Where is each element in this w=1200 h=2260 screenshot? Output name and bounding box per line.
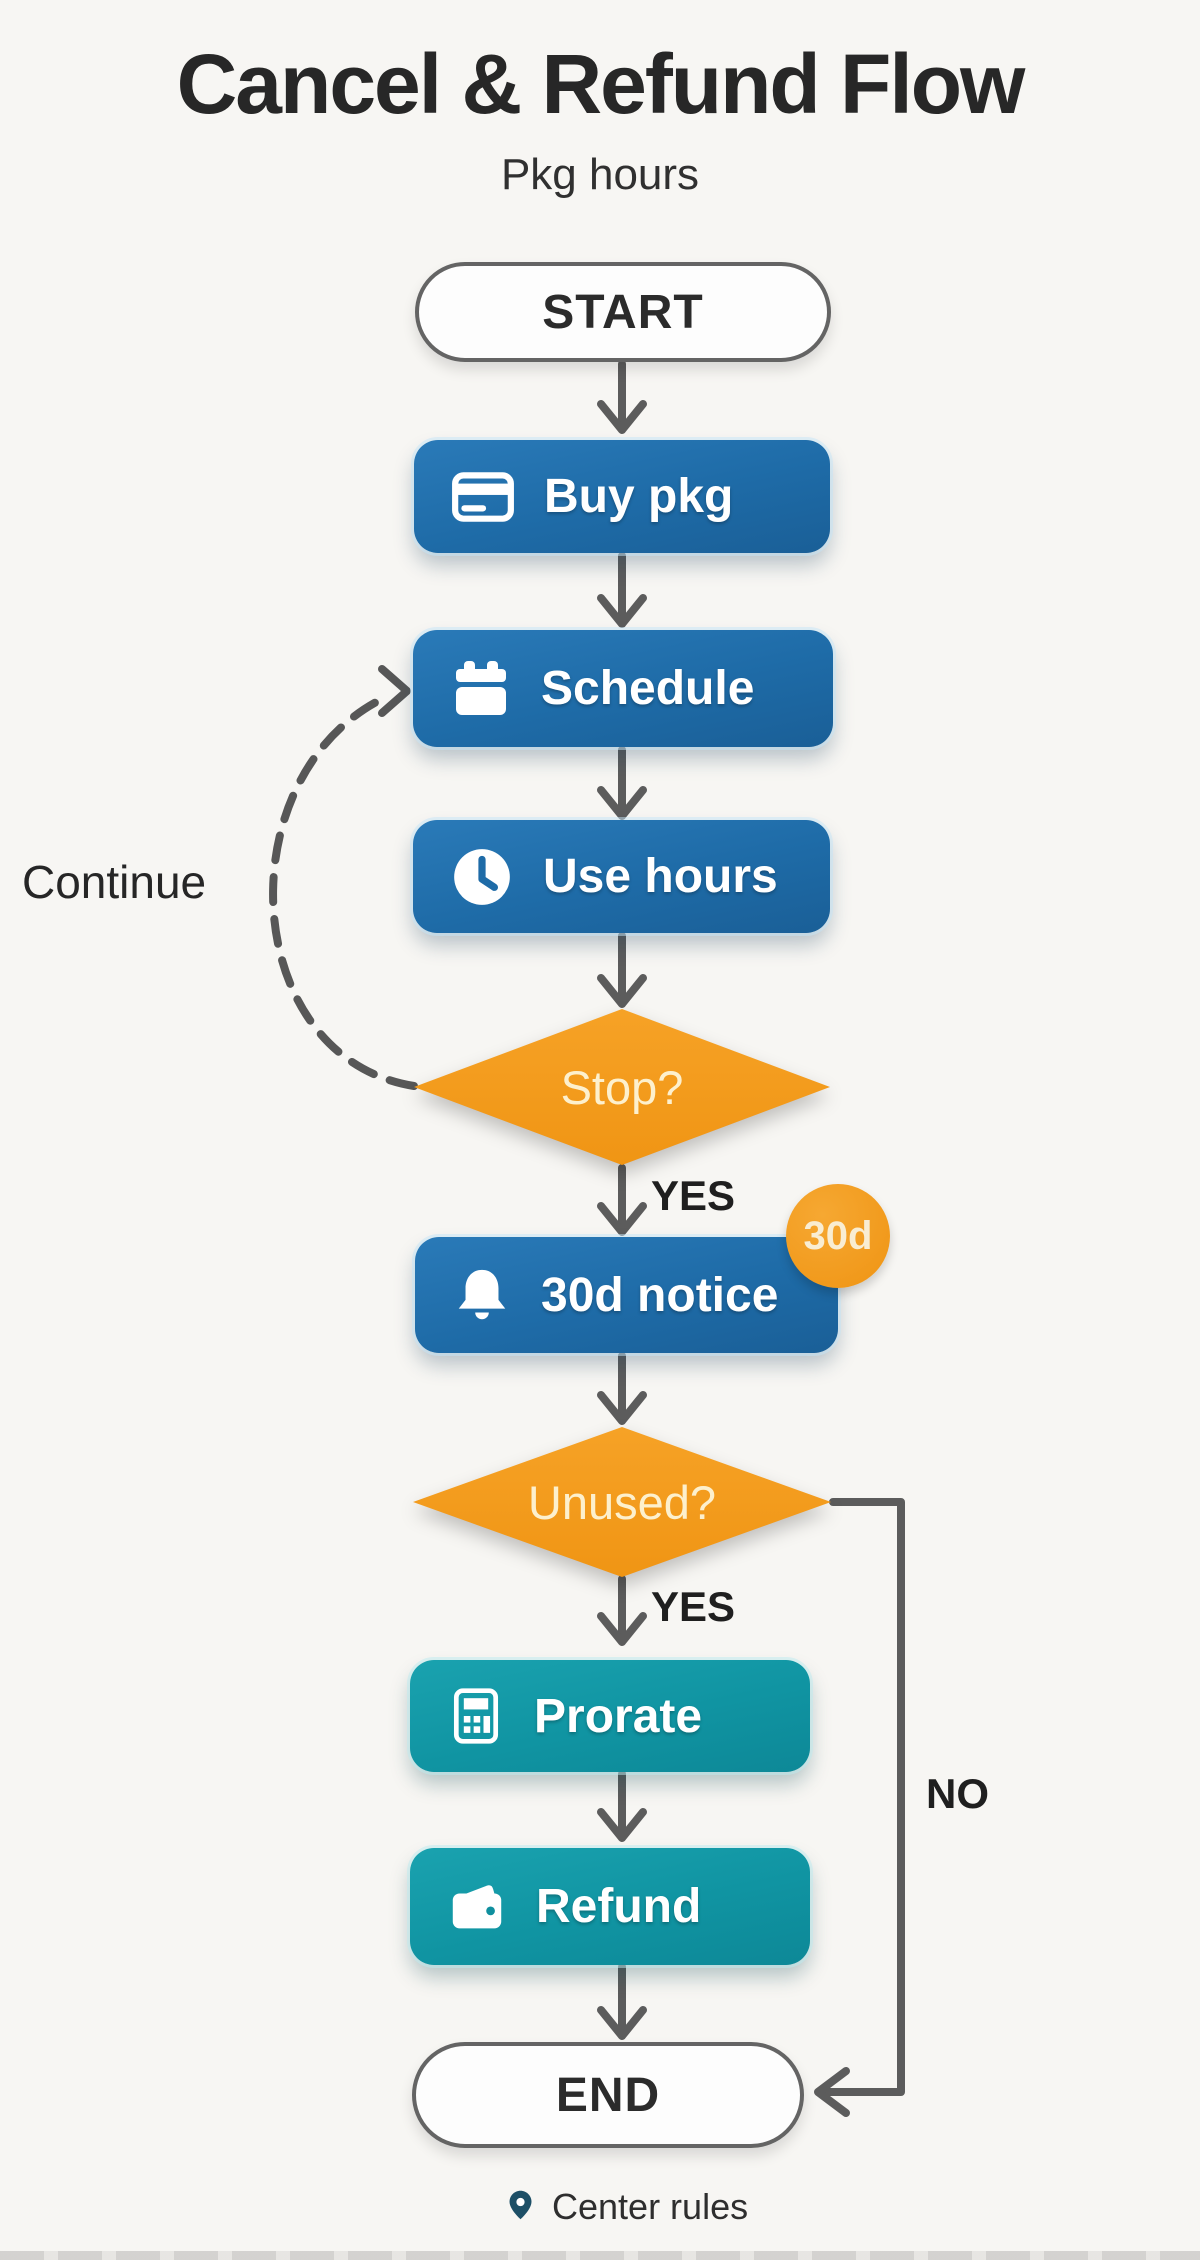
node-refund-label: Refund (536, 1880, 702, 1933)
edge-label-continue: Continue (22, 856, 207, 908)
location-pin-icon (505, 2182, 536, 2228)
node-buy-pkg-label: Buy pkg (544, 470, 734, 523)
edge-unused-no-path (814, 1498, 905, 2117)
footer-label: Center rules (552, 2186, 749, 2227)
page-title: Cancel & Refund Flow (176, 37, 1026, 131)
edge-continue-loop-path (269, 665, 418, 1090)
calculator-icon (446, 1686, 506, 1746)
node-30d-notice: 30d notice (415, 1237, 838, 1353)
clock-icon (449, 844, 515, 910)
footer-note: Center rules (505, 2182, 748, 2228)
page-subtitle: Pkg hours (500, 150, 700, 199)
credit-card-icon (450, 464, 516, 530)
arrow-prorate-to-refund (597, 1770, 647, 1842)
node-refund: Refund (410, 1848, 810, 1965)
arrow-use-to-stop (597, 932, 647, 1008)
node-start: START (415, 262, 831, 362)
arrow-stop-to-notice (597, 1164, 647, 1236)
node-prorate-label: Prorate (534, 1689, 703, 1743)
bottom-edge-strip (0, 2251, 1200, 2260)
arrow-schedule-to-use (597, 746, 647, 820)
edge-label-no: NO (926, 1770, 989, 1817)
notice-badge: 30d (786, 1184, 890, 1288)
node-end-label: END (555, 2068, 661, 2122)
edge-label-yes-stop: YES (651, 1172, 736, 1219)
arrow-refund-to-end (597, 1963, 647, 2040)
decision-unused: Unused? (413, 1427, 831, 1577)
node-prorate: Prorate (410, 1660, 810, 1772)
decision-stop: Stop? (414, 1009, 830, 1165)
node-schedule-label: Schedule (541, 662, 755, 715)
arrow-notice-to-unused (597, 1352, 647, 1425)
node-buy-pkg: Buy pkg (414, 440, 830, 553)
node-schedule: Schedule (413, 630, 833, 747)
wallet-icon (446, 1876, 508, 1938)
node-30d-notice-label: 30d notice (541, 1268, 779, 1322)
bell-icon (451, 1264, 513, 1326)
arrow-buy-to-schedule (597, 552, 647, 628)
node-use-hours-label: Use hours (543, 850, 778, 903)
arrow-unused-to-prorate (597, 1575, 647, 1646)
calendar-icon (449, 657, 513, 721)
node-end: END (412, 2042, 804, 2148)
node-use-hours: Use hours (413, 820, 830, 933)
node-start-label: START (542, 285, 704, 339)
arrow-start-to-buy (597, 360, 647, 434)
edge-label-yes-unused: YES (651, 1583, 736, 1630)
decision-unused-label: Unused? (527, 1475, 717, 1529)
decision-stop-label: Stop? (560, 1060, 684, 1114)
